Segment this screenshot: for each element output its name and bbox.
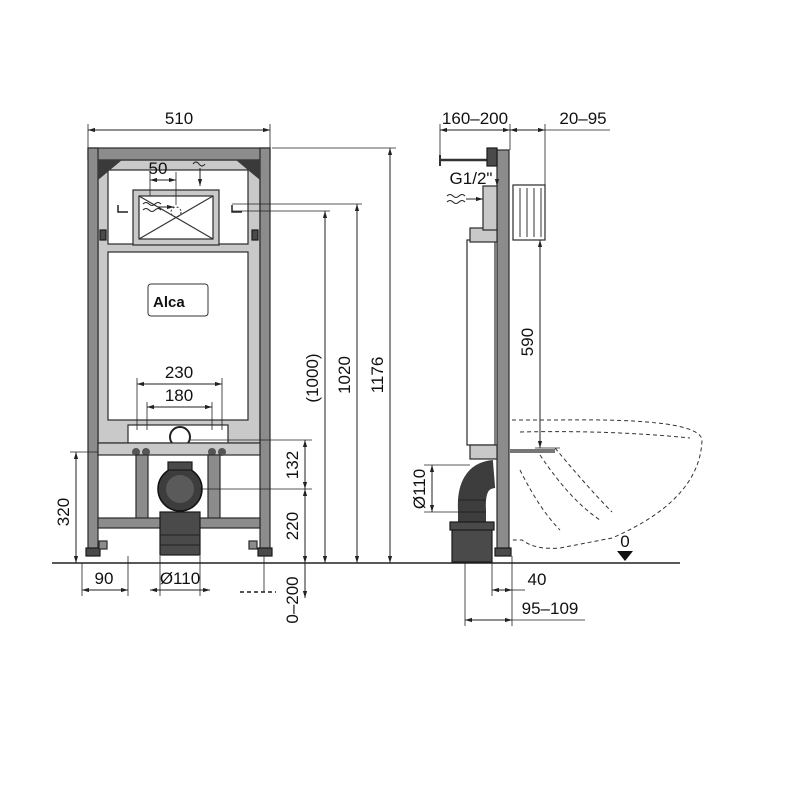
flush-plate-cross-b [138,195,214,240]
left-foot [85,547,101,557]
frame-right-post [259,147,271,551]
dim-offset-label: 20–95 [559,109,606,128]
floor-level-label: 0 [620,532,629,551]
dim-depth-label: 160–200 [442,109,508,128]
dim-1176-label: 1176 [368,357,387,394]
dim-95-label: 95–109 [522,599,579,618]
dim-width-label: 510 [165,109,193,128]
right-foot-pad [248,540,258,550]
frame-top-bar [87,147,271,161]
flush-fitting [512,184,546,241]
cistern-panel [107,251,249,421]
side-drain-band [449,521,495,531]
dim-230-label: 230 [165,363,193,382]
side-cistern [466,239,496,446]
dim-220-label: 220 [283,512,302,540]
dim-1000-label: (1000) [303,353,322,402]
logo-frame [147,283,209,317]
flush-plate-center [170,206,182,218]
dim-plate-label: 50 [149,159,168,178]
dim-1020-label: 1020 [335,356,354,394]
side-drain-elbow [457,460,497,536]
logo-text: Alca [153,294,185,311]
bolt-right-b [218,448,226,456]
side-view: 0 [439,147,703,563]
side-dimensions: 160–200 20–95 G1/2" 590 Ø110 40 95–109 [410,109,610,626]
inlet-thread-label: G1/2" [450,169,493,188]
crossbar [97,442,261,456]
drain-pipe [159,511,201,556]
toilet-bowl-inner [519,431,691,531]
drain-cap [167,461,193,471]
dim-40-label: 40 [528,570,547,589]
side-post [496,149,510,556]
top-left-gusset [98,160,122,180]
dim-180-label: 180 [165,386,193,405]
side-upper-block [482,185,498,231]
dim-side-drain-label: Ø110 [410,469,429,509]
bolt-right-a [208,448,216,456]
top-block [486,147,498,167]
left-bracket-icon [117,205,128,213]
top-right-gusset [236,160,260,180]
side-drain-socket [451,527,493,563]
front-dimensions: 510 50 230 180 1176 1020 (1000) 132 [54,109,396,624]
left-support-post [135,454,149,521]
right-foot [257,547,273,557]
dim-drain-label: Ø110 [160,569,200,588]
side-water-icon [446,194,466,204]
right-bracket-icon [231,205,242,213]
left-foot-pad [98,540,108,550]
dim-320-label: 320 [54,498,73,526]
frame-left-post [87,147,99,551]
floor-level-marker [617,551,633,561]
left-clip [99,229,107,241]
bolt-left-b [142,448,150,456]
side-foot [494,547,512,557]
dim-590-label: 590 [518,328,537,356]
flush-wave-icon [142,202,162,212]
side-cistern-bottom [469,444,498,460]
bolt-left-a [132,448,140,456]
right-support-post [207,454,221,521]
dim-90-label: 90 [95,569,114,588]
drain-elbow-inner [166,475,194,503]
front-view: Alca [85,147,273,557]
dim-132-label: 132 [283,451,302,479]
right-clip [251,229,259,241]
dim-adjust-label: 0–200 [283,576,302,623]
